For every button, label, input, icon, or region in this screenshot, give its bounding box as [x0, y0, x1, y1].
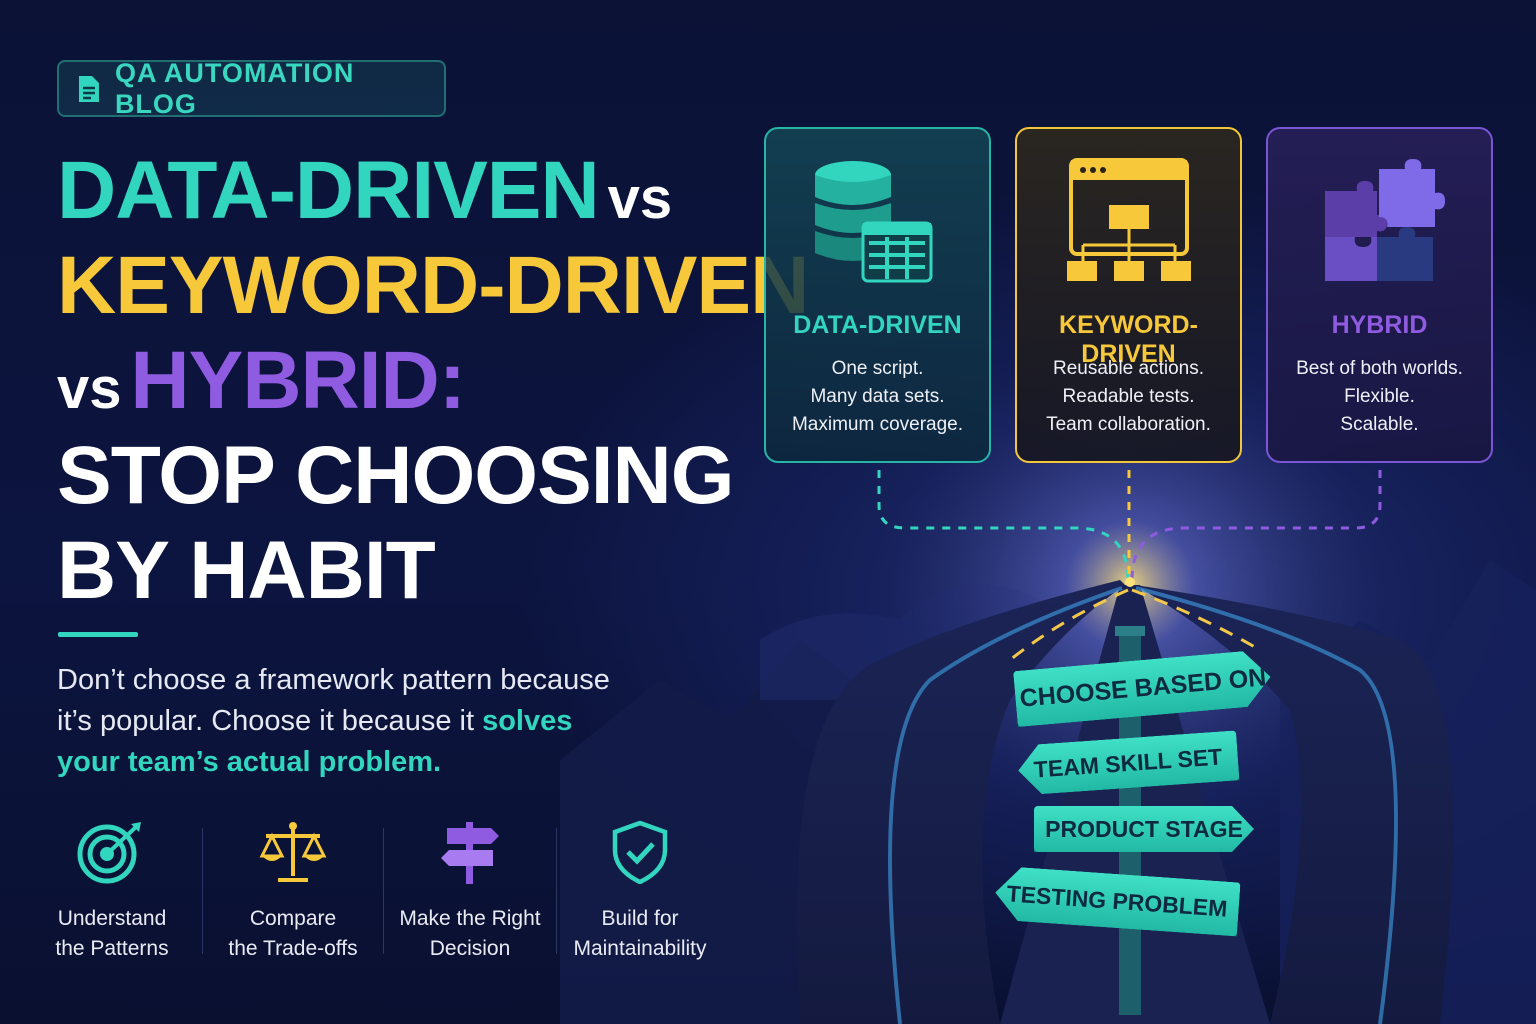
sign-label: TESTING PROBLEM [1005, 879, 1229, 922]
lead-paragraph: Don’t choose a framework pattern because… [57, 660, 677, 783]
feature-understand: Understand the Patterns [22, 820, 202, 964]
headline-line-4: STOP CHOOSING [57, 430, 735, 521]
page-headline: DATA-DRIVEN vs KEYWORD-DRIVEN vs HYBRID:… [57, 143, 809, 618]
lead-highlight-1: solves [482, 705, 573, 737]
card-line: Best of both worlds. [1296, 358, 1463, 379]
feature-3-line-1: Make the Right [399, 907, 541, 930]
card-line: One script. [831, 358, 924, 379]
headline-divider [58, 632, 138, 637]
lead-highlight-2: your team’s actual problem. [57, 746, 442, 778]
feature-divider [556, 828, 557, 954]
headline-keyword-driven: KEYWORD-DRIVEN [57, 240, 809, 331]
card-line: Flexible. [1344, 386, 1415, 407]
feature-divider [202, 828, 203, 954]
card-line: Reusable actions. [1052, 358, 1205, 379]
sign-label: PRODUCT STAGE [1045, 815, 1243, 842]
card-line: Scalable. [1340, 414, 1419, 435]
lead-line-1: Don’t choose a framework pattern because [57, 664, 610, 696]
feature-divider [383, 828, 384, 954]
signpost-icon [441, 822, 499, 884]
card-data-driven: DATA-DRIVEN One script. Many data sets. … [764, 127, 991, 463]
feature-compare: Compare the Trade-offs [203, 820, 383, 964]
card-hybrid: HYBRID Best of both worlds. Flexible. Sc… [1266, 127, 1493, 463]
blog-badge: QA AUTOMATION BLOG [57, 57, 446, 119]
sign-product-stage: PRODUCT STAGE [1034, 806, 1254, 852]
card-line: Many data sets. [810, 386, 945, 407]
headline-hybrid: HYBRID: [130, 335, 466, 426]
feature-2-line-2: the Trade-offs [228, 937, 358, 960]
card-title: HYBRID [1331, 311, 1428, 339]
card-line: Readable tests. [1062, 386, 1195, 407]
puzzle-icon [1324, 159, 1445, 281]
card-keyword-driven: KEYWORD-DRIVEN Reusable actions. Readabl… [1015, 127, 1242, 463]
feature-1-line-2: the Patterns [55, 937, 169, 960]
headline-vs-1: vs [607, 166, 673, 231]
feature-4-line-2: Maintainability [573, 937, 707, 960]
feature-1-line-1: Understand [57, 907, 167, 930]
sign-label: CHOOSE BASED ON [1018, 662, 1268, 713]
feature-3-line-2: Decision [429, 937, 511, 960]
card-title: DATA-DRIVEN [793, 311, 962, 339]
feature-2-line-1: Compare [249, 907, 337, 930]
balance-scale-icon [259, 822, 327, 882]
headline-data-driven: DATA-DRIVEN [57, 145, 600, 236]
browser-flow-icon [1066, 158, 1191, 281]
card-title: KEYWORD-DRIVEN [1059, 311, 1198, 368]
badge-label: QA AUTOMATION BLOG [114, 57, 355, 119]
card-line: Team collaboration. [1046, 414, 1211, 435]
headline-vs-2: vs [57, 356, 122, 421]
lead-line-2: it’s popular. Choose it because it [57, 705, 483, 737]
card-line: Maximum coverage. [791, 414, 964, 435]
document-icon [78, 75, 99, 102]
headline-line-5: BY HABIT [57, 525, 436, 616]
feature-4-line-1: Build for [601, 907, 679, 930]
sign-label: TEAM SKILL SET [1032, 742, 1223, 783]
database-table-icon [814, 161, 932, 283]
target-icon [77, 822, 141, 884]
shield-check-icon [612, 820, 668, 884]
